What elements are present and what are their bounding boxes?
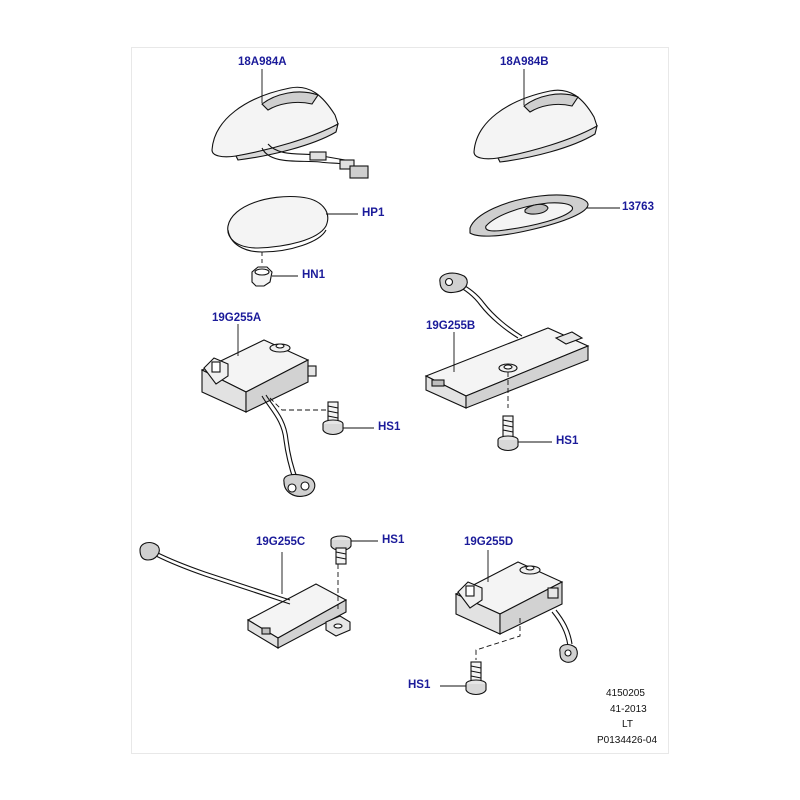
amplifier-module-19G255D — [454, 561, 578, 663]
reference-line-4: P0134426-04 — [597, 735, 658, 746]
alignment-19G255A — [269, 397, 330, 411]
amplifier-module-19G255C — [139, 541, 351, 649]
screw-HS1-a — [322, 401, 344, 436]
callout-19G255A: 19G255A — [212, 312, 262, 324]
callout-HN1: HN1 — [302, 269, 326, 281]
antenna-fin-18A984A — [211, 86, 369, 179]
callout-13763: 13763 — [622, 201, 654, 213]
callout-18A984A: 18A984A — [238, 56, 287, 68]
callout-HS1-c: HS1 — [382, 534, 405, 546]
antenna-fin-18A984B — [473, 89, 598, 163]
callout-HS1-a: HS1 — [378, 421, 401, 433]
callout-18A984B: 18A984B — [500, 56, 549, 68]
alignment-19G255D — [475, 618, 521, 660]
amplifier-module-19G255B — [424, 272, 590, 409]
callout-HS1-d: HS1 — [408, 679, 431, 691]
callout-HS1-b: HS1 — [556, 435, 579, 447]
callout-19G255C: 19G255C — [256, 536, 306, 548]
nut-HN1 — [251, 252, 273, 287]
callout-19G255B: 19G255B — [426, 320, 476, 332]
reference-line-1: 4150205 — [606, 688, 645, 699]
callout-19G255D: 19G255D — [464, 536, 514, 548]
gasket-13763 — [469, 194, 589, 237]
screw-HS1-b — [497, 415, 519, 452]
screw-HS1-d — [465, 661, 487, 696]
reference-line-3: LT — [622, 719, 633, 730]
reference-line-2: 41-2013 — [610, 704, 647, 715]
antenna-pad-HP1 — [227, 195, 329, 253]
callout-HP1: HP1 — [362, 207, 385, 219]
screw-HS1-c — [330, 535, 352, 565]
amplifier-module-19G255A — [200, 339, 317, 497]
